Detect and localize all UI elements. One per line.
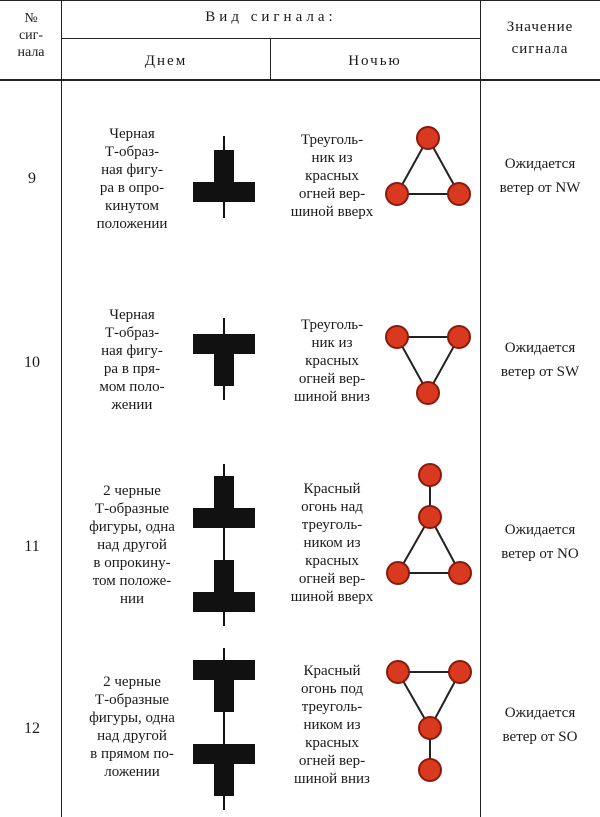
table-top-rule — [0, 0, 600, 1]
triangle-down-lights-icon — [385, 325, 471, 405]
header-day: Днем — [144, 53, 188, 69]
signal-meaning: Ожидается ветер от NW — [499, 156, 581, 196]
two-t-shapes-icon — [193, 648, 255, 810]
signal-number: 9 — [28, 170, 36, 187]
day-description: 2 черные Т-образные фигуры, одна над дру… — [89, 483, 175, 607]
t-shape-icon — [193, 318, 255, 400]
signal-number: 11 — [24, 538, 40, 555]
day-description: Черная Т-образ- ная фигу- ра в опро- кин… — [96, 126, 168, 232]
night-description: Красный огонь под треуголь- ником из кра… — [294, 663, 370, 787]
night-description: Красный огонь над треуголь- ником из кра… — [290, 481, 374, 605]
header-meaning: Значение сигнала — [506, 19, 574, 57]
two-inverted-t-shapes-icon — [193, 464, 255, 626]
header-bottom-rule — [0, 79, 600, 81]
signal-meaning: Ожидается ветер от NO — [501, 522, 579, 562]
header-view: Вид сигнала: — [205, 9, 337, 25]
signal-number: 12 — [24, 720, 40, 737]
light-under-triangle-down-icon — [386, 660, 472, 782]
col-divider-meaning — [480, 0, 481, 817]
col-divider-day-night — [270, 38, 271, 80]
signal-number: 10 — [24, 354, 40, 371]
header-mid-rule — [62, 38, 480, 39]
header-night: Ночью — [348, 53, 402, 69]
signal-meaning: Ожидается ветер от SW — [500, 340, 580, 380]
signal-meaning: Ожидается ветер от SO — [502, 705, 578, 745]
col-divider-number — [61, 0, 62, 817]
triangle-up-lights-icon — [385, 126, 471, 206]
light-over-triangle-up-icon — [386, 463, 472, 585]
inverted-t-shape-icon — [193, 136, 255, 218]
day-description: 2 черные Т-образные фигуры, одна над дру… — [89, 674, 175, 780]
night-description: Треуголь- ник из красных огней вер- шино… — [290, 132, 374, 220]
day-description: Черная Т-образ- ная фигу- ра в пря- мом … — [99, 307, 165, 413]
night-description: Треуголь- ник из красных огней вер- шино… — [294, 317, 370, 405]
header-number: № сиг- нала — [17, 11, 45, 60]
